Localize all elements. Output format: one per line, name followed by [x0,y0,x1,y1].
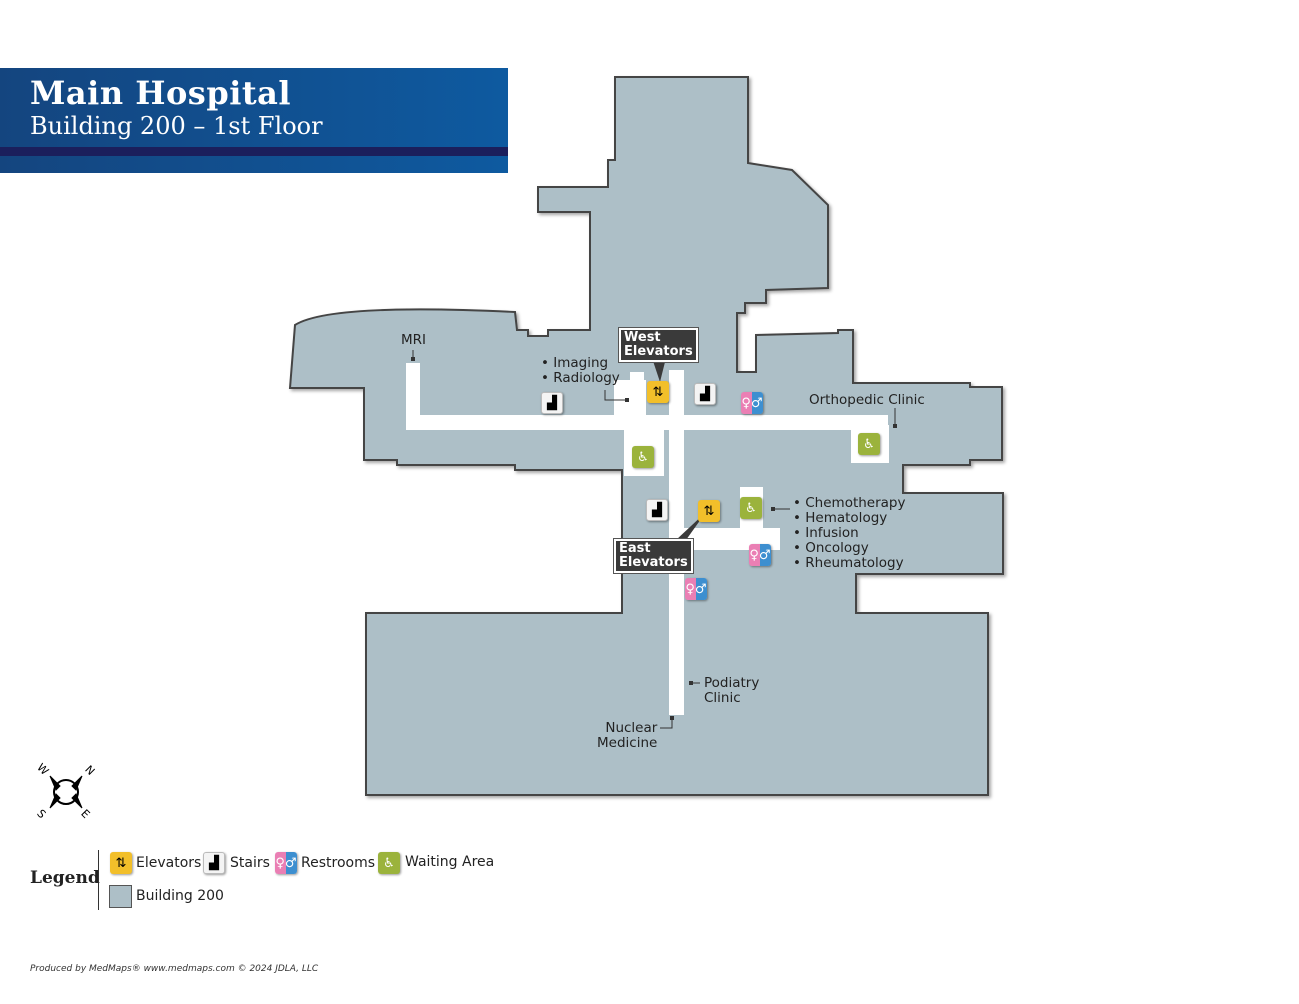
compass-e: E [78,807,92,821]
stairs-icon: ▟ [646,499,668,521]
building-swatch [109,885,132,908]
label-imaging: • Imaging [541,355,609,371]
page-subtitle: Building 200 – 1st Floor [30,112,323,140]
compass-rose [49,775,83,809]
restroom-icon: ♀♂ [685,578,707,600]
restroom-icon: ♀♂ [275,852,297,874]
legend-restrooms: Restrooms [301,855,376,871]
legend-divider [98,850,99,910]
elevator-icon: ⇅ [647,381,669,403]
waiting-area-icon: ♿ [858,433,880,455]
header-stripe [0,147,508,156]
label-orthopedic-clinic: Orthopedic Clinic [809,392,925,408]
elevator-icon: ⇅ [110,852,132,874]
legend-title: Legend [30,868,100,888]
page-title: Main Hospital [30,74,292,112]
restroom-icon: ♀♂ [741,392,763,414]
map-header: Main Hospital Building 200 – 1st Floor [0,68,508,173]
stairs-icon: ▟ [203,852,225,874]
stairs-icon: ▟ [694,383,716,405]
restroom-icon: ♀♂ [749,544,771,566]
footer-credit: Produced by MedMaps® www.medmaps.com © 2… [30,964,319,974]
legend-waiting-area: Waiting Area [405,854,495,870]
elevator-icon: ⇅ [698,500,720,522]
waiting-area-icon: ♿ [378,852,400,874]
legend-stairs: Stairs [230,855,270,871]
label-mri: MRI [401,332,427,348]
oncology-department-list: • Chemotherapy• Hematology• Infusion• On… [793,495,906,571]
waiting-area-icon: ♿ [740,497,762,519]
legend-building-200: Building 200 [136,888,224,904]
compass-n: N [82,763,97,778]
compass-s: S [34,807,48,821]
legend-elevators: Elevators [136,855,202,871]
label-radiology: • Radiology [541,370,620,386]
stairs-icon: ▟ [541,392,563,414]
waiting-area-icon: ♿ [632,446,654,468]
compass-w: W [34,761,51,778]
